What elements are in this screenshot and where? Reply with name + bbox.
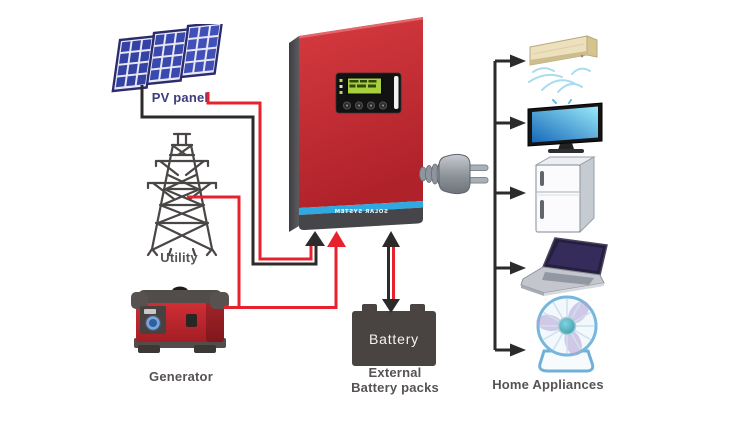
pv-panel-icon — [111, 24, 224, 93]
fan-grill — [540, 299, 594, 353]
arrow-to-tv — [510, 116, 526, 130]
battery-icon: Battery — [352, 311, 436, 366]
laptop-screen — [548, 242, 603, 271]
battery-caption-line1: External — [368, 365, 422, 380]
panel-highlight — [394, 76, 399, 109]
utility-tower-icon — [146, 132, 218, 257]
tv-stand — [548, 149, 584, 153]
air-conditioner-node — [527, 31, 607, 95]
inverter-node: SOLAR SYSTEM — [286, 13, 424, 243]
refrigerator-node — [533, 152, 599, 238]
home-appliances-label: Home Appliances — [492, 377, 604, 392]
plug-body — [438, 153, 471, 195]
arrow-to-refrigerator — [510, 186, 526, 200]
fan-base — [538, 349, 595, 373]
generator-icon — [131, 286, 229, 353]
fridge-handle — [540, 200, 544, 219]
battery-caption: External Battery packs — [342, 365, 448, 395]
tv-icon — [527, 99, 603, 153]
refrigerator-icon — [534, 156, 596, 234]
solar-panel-1 — [111, 35, 156, 93]
freezer-handle — [540, 171, 544, 186]
generator-label: Generator — [149, 369, 213, 384]
inverter-base — [299, 207, 423, 231]
power-plug-icon — [419, 153, 489, 195]
battery-label: Battery — [369, 330, 419, 347]
laptop-icon — [520, 237, 608, 296]
tv-neck — [558, 143, 574, 150]
generator-wire-red — [224, 245, 338, 309]
pv-panel-label: PV panel — [151, 90, 209, 105]
airflow-lines — [528, 67, 591, 93]
battery-caption-line2: Battery packs — [351, 380, 439, 395]
air-conditioner-icon — [528, 35, 598, 93]
signal-marks — [552, 99, 572, 104]
utility-node — [126, 131, 234, 257]
inverter-icon: SOLAR SYSTEM — [289, 17, 423, 232]
laptop-node — [518, 235, 612, 297]
fan-hub — [557, 316, 577, 336]
battery-terminal-left — [362, 304, 377, 313]
arrow-to-air-conditioner — [510, 54, 526, 68]
battery-node: Battery — [352, 304, 436, 366]
arrow-to-fan — [510, 343, 526, 357]
battery-terminal-right — [410, 304, 425, 313]
panel-status-icons — [339, 79, 343, 94]
appliance-branch-arrows — [495, 54, 526, 357]
plug-prongs — [467, 164, 489, 184]
solar-panel-3 — [179, 24, 224, 79]
tv-node — [526, 99, 606, 155]
utility-label: Utility — [160, 250, 198, 265]
tv-screen — [532, 106, 598, 143]
inverter-brand-text: SOLAR SYSTEM — [334, 209, 388, 215]
generator-handle — [138, 290, 222, 303]
solar-panel-2 — [145, 28, 190, 86]
generator-switch — [186, 314, 197, 327]
lcd-readout — [349, 80, 377, 88]
inverter-control-panel — [335, 72, 402, 114]
inverter-side — [289, 36, 299, 232]
laptop-keyboard — [542, 272, 594, 285]
fan-icon — [536, 295, 598, 373]
fan-node — [528, 293, 606, 375]
plug-node — [418, 144, 492, 204]
pv-panel-node — [106, 24, 234, 98]
panel-buttons — [343, 101, 388, 110]
inverter-stripe — [299, 201, 423, 215]
generator-node — [126, 282, 236, 356]
